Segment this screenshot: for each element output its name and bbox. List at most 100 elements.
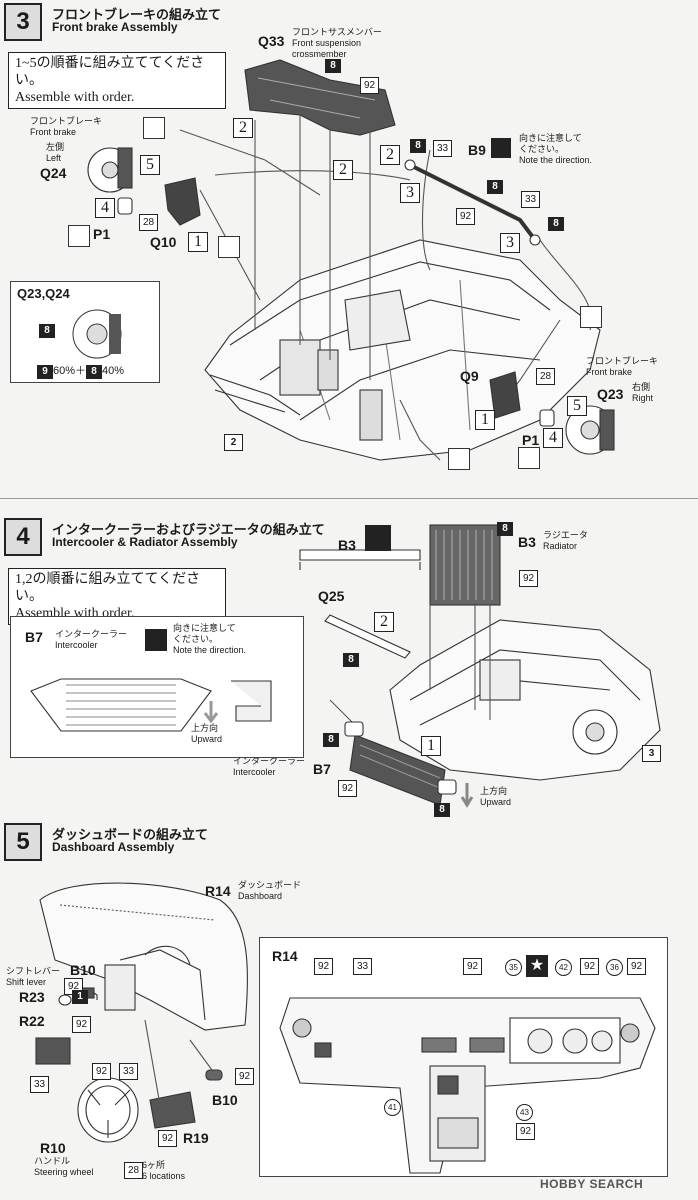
radiator-name: ラジエータ Radiator [543,530,588,552]
no-glue-icon [518,447,540,469]
rotor-detail [72,309,122,359]
paint-code-36: 36 [606,959,623,976]
brake-left-en: Front brake [30,127,77,137]
note-line-jp: 1,2の順番に組み立ててください。 [15,572,201,604]
part-q24-label: Q24 [40,165,67,181]
loc-jp: 6ヶ所 [142,1160,166,1170]
paint-code-35: 35 [505,959,522,976]
wheel-en: Steering wheel [34,1167,94,1177]
inset-dir-en: Note the direction. [173,645,247,655]
paint-code-92: 92 [516,1123,535,1140]
paint-code-8: 8 [497,522,513,536]
part-q23-label: Q23 [597,386,624,402]
paint-code-8: 8 [323,733,339,747]
upward-jp: 上方向 [480,786,508,796]
loc-en: 6 locations [142,1171,186,1181]
brake-right-jp: フロントブレーキ [586,356,659,366]
inset-dir-jp-1: 向きに注意して [173,623,236,633]
direction-icon [491,138,511,158]
q33-jp: フロントサスメンバー [292,27,382,37]
part-r23-label: R23 [19,989,45,1005]
paint-code-43: 43 [516,1104,533,1121]
paint-code-92: 92 [627,958,646,975]
seq-1-left: 1 [188,232,208,252]
paint-code-8: 8 [434,803,450,817]
paint-code-92: 92 [92,1063,111,1080]
q33-en-2: crossmember [292,49,347,59]
paint-code-33: 33 [119,1063,138,1080]
paint-code-33: 33 [30,1076,49,1093]
paint-code-9: 9 [37,365,53,379]
part-q25-label: Q25 [318,588,345,604]
direction-icon [145,629,167,651]
part-b3-bracket-label: B3 [338,537,356,553]
intercooler-detail [30,678,272,732]
part-b10-label: B10 [70,962,96,978]
brake-right-en: Front brake [586,367,633,377]
seq-3-b: 3 [500,233,520,253]
paint-code-92: 92 [580,958,599,975]
intercooler-inset: B7 インタークーラー Intercooler 向きに注意して ください。 No… [10,616,304,758]
paint-code-8: 8 [548,217,564,231]
part-b10-cap-label: B10 [212,1092,238,1108]
dir-jp-1: 向きに注意して [519,133,582,143]
mix-a: 60%＋ [53,365,87,377]
paint-code-8: 8 [39,324,55,338]
direction-note: 向きに注意して ください。 Note the direction. [519,133,592,166]
left-en: Left [46,153,62,163]
paint-code-92: 92 [463,958,482,975]
paint-code-8: 8 [410,139,426,153]
dash-en: Dashboard [238,891,283,901]
step-5-title-en: Dashboard Assembly [52,840,175,854]
inset-dir-jp-2: ください。 [173,634,219,644]
left-side-label: 左側 Left [46,142,64,164]
seq-2: 2 [374,612,394,632]
radiator-en: Radiator [543,541,578,551]
brake-left-jp: フロントブレーキ [30,116,103,126]
part-b7-label: B7 [313,761,331,777]
upward-en: Upward [480,797,512,807]
no-glue-icon [143,117,165,139]
right-jp: 右側 [632,382,651,392]
watermark: HOBBY SEARCH [540,1177,644,1191]
seq-5-left: 5 [140,155,160,175]
paint-code-33: 33 [433,140,452,157]
inset-ic-en: Intercooler [55,640,98,650]
inset-ic-name: インタークーラー Intercooler [55,629,127,651]
upward-label: 上方向 Upward [480,786,511,808]
paint-code-92: 92 [456,208,475,225]
right-en: Right [632,393,654,403]
seq-5-right: 5 [567,396,587,416]
no-glue-icon [448,448,470,470]
step-4-order-note: 1,2の順番に組み立ててください。 Assemble with order. [8,568,226,625]
paint-code-8: 8 [325,59,341,73]
step-5-number: 5 [4,823,42,861]
dashboard-detail-art [279,997,656,1174]
intercooler-name: インタークーラー Intercooler [233,756,305,778]
divider [0,498,698,499]
shift-en: Shift lever [6,977,47,987]
seq-2-c: 2 [380,145,400,165]
part-r14-label: R14 [205,883,231,899]
paint-code-92: 92 [519,570,538,587]
no-glue-icon [580,306,602,328]
dashboard-detail-panel: R14 92 33 92 35 ★ 42 92 36 92 41 43 92 [259,937,668,1177]
steering-wheel-name: ハンドル Steering wheel [34,1156,94,1178]
note-line-jp: 1~5の順番に組み立ててください。 [15,56,205,88]
seq-4-left: 4 [95,198,115,218]
step-3-title-en: Front brake Assembly [52,20,178,34]
part-p1-left-label: P1 [93,226,111,242]
note-line-en: Assemble with order. [15,90,135,105]
paint-code-92: 92 [72,1016,91,1033]
part-q9-label: Q9 [460,368,479,384]
step-3-number: 3 [4,3,42,41]
inset-ic-jp: インタークーラー [55,629,128,639]
inset-title: Q23,Q24 [17,286,70,301]
paint-code-42: 42 [555,959,572,976]
step-3-order-note: 1~5の順番に組み立ててください。 Assemble with order. [8,52,226,109]
step-3-title-jp: フロントブレーキの組み立て [52,7,222,22]
paint-code-8: 8 [86,365,103,379]
brake-right-name: フロントブレーキ Front brake [586,356,658,378]
panel-r14-label: R14 [272,948,298,964]
